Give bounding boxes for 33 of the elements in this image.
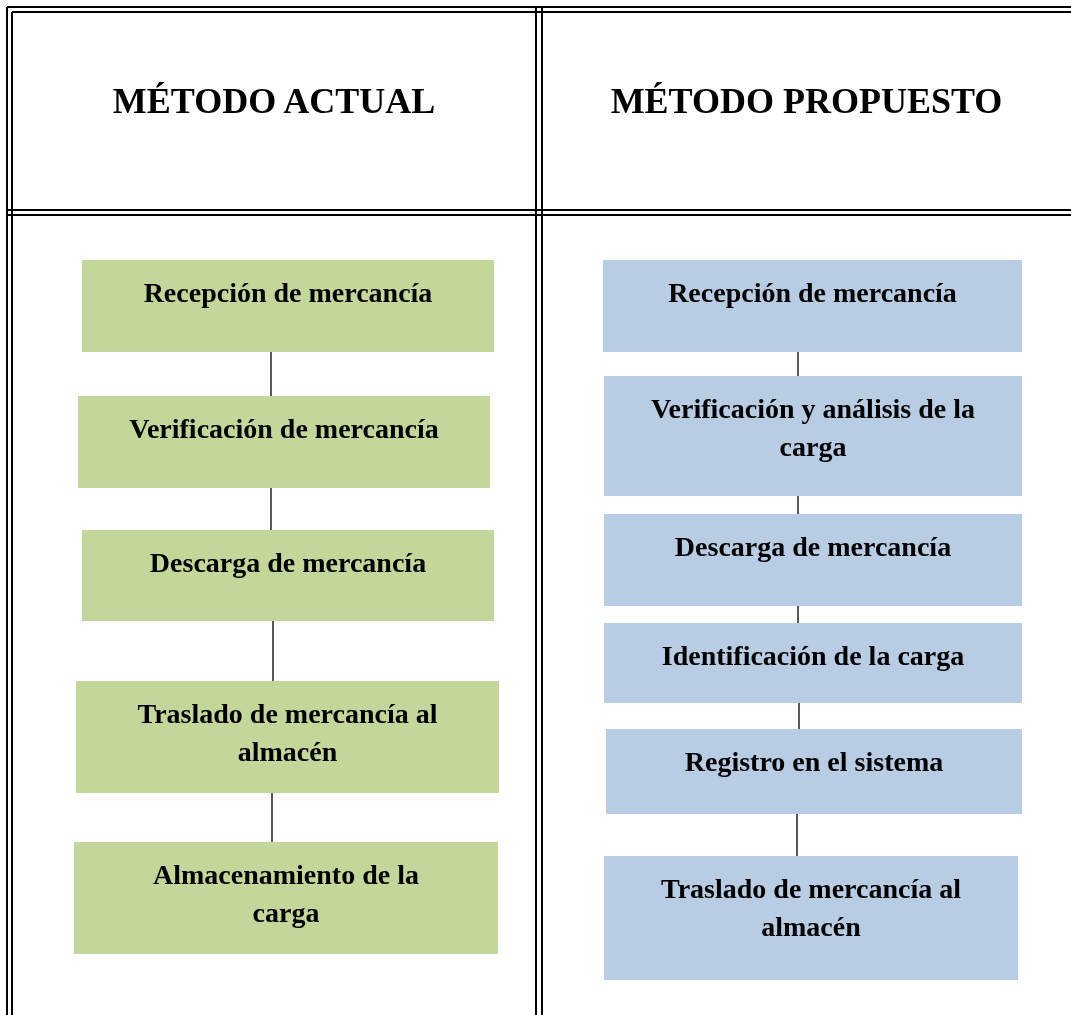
connector-line <box>270 487 272 531</box>
process-box <box>74 842 498 954</box>
process-box <box>604 856 1018 980</box>
connector-line <box>797 605 799 624</box>
step-text: Descarga de mercancía <box>148 546 428 580</box>
step-text: Traslado de mercancía al almacén <box>136 697 439 769</box>
step-text: Traslado de mercancía al almacén <box>660 872 962 944</box>
step-text: Verificación de mercancía <box>128 412 440 446</box>
connector-line <box>796 813 798 857</box>
column-header: MÉTODO ACTUAL <box>111 80 437 122</box>
process-box <box>606 729 1022 814</box>
connector-line <box>798 702 800 730</box>
process-box <box>82 260 494 352</box>
step-text: Recepción de mercancía <box>142 276 434 310</box>
step-text: Verificación y análisis de la carga <box>649 392 977 464</box>
step-text: Descarga de mercancía <box>673 530 953 564</box>
process-box <box>604 623 1022 703</box>
process-box <box>78 396 490 488</box>
process-box <box>604 376 1022 496</box>
connector-line <box>272 620 274 682</box>
process-box <box>76 681 499 793</box>
connector-line <box>797 351 799 377</box>
process-box <box>82 530 494 621</box>
step-text: Recepción de mercancía <box>667 276 958 310</box>
process-box <box>604 514 1022 606</box>
step-text: Registro en el sistema <box>683 745 945 779</box>
step-text: Identificación de la carga <box>660 639 966 673</box>
connector-line <box>270 351 272 397</box>
connector-line <box>797 495 799 515</box>
process-box <box>603 260 1022 352</box>
step-text: Almacenamiento de la carga <box>152 858 420 930</box>
column-header: MÉTODO PROPUESTO <box>609 80 1004 122</box>
connector-line <box>271 792 273 843</box>
